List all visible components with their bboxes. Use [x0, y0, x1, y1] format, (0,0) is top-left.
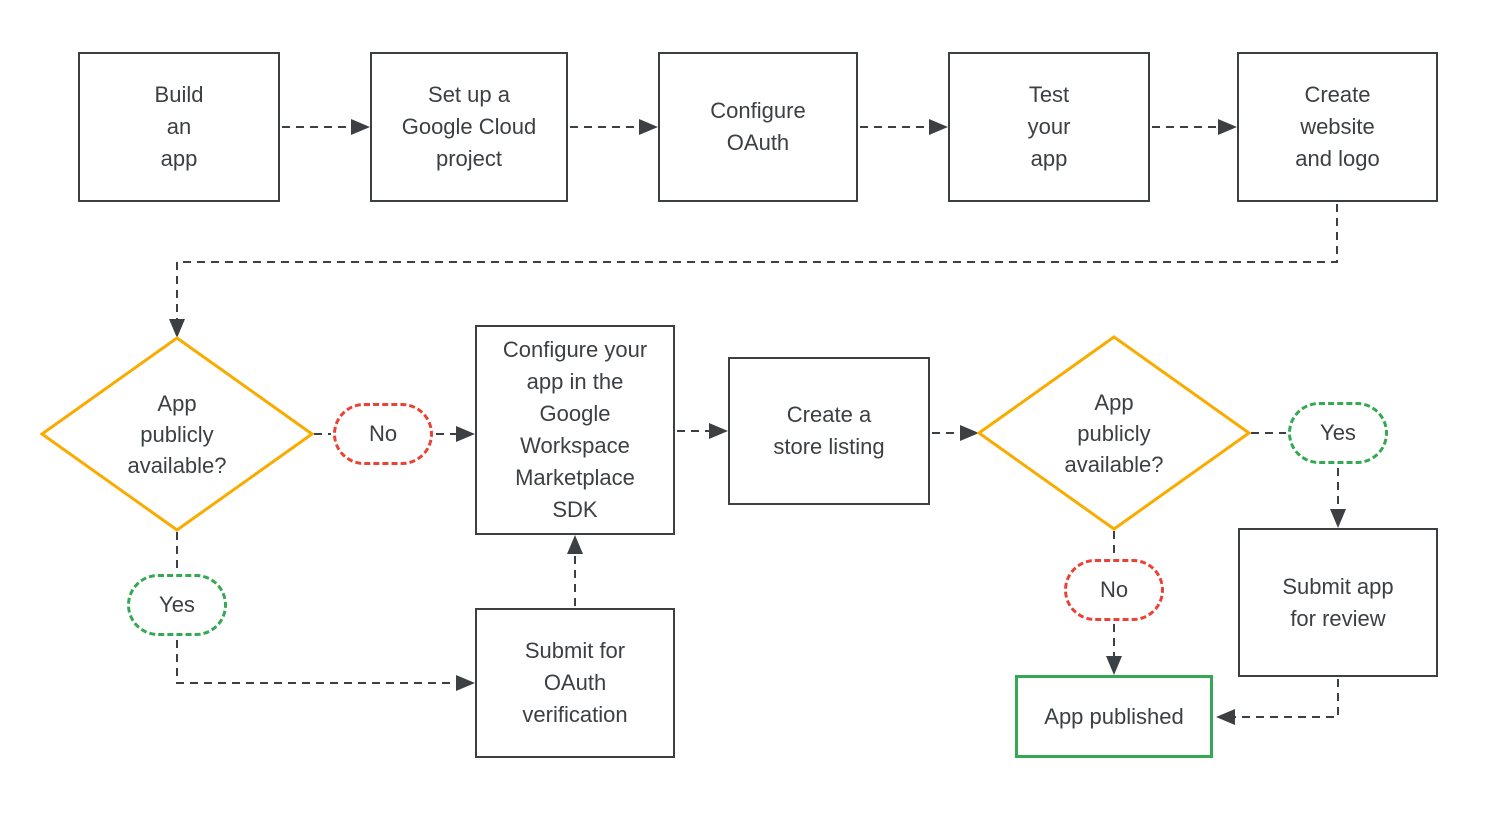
decision-right-label: App publicly available?	[1064, 390, 1164, 477]
branch-yes-right-label: Yes	[1320, 420, 1356, 445]
step-test-app: Test your app	[948, 52, 1150, 202]
step-sdk-label: Configure your app in the Google Workspa…	[502, 337, 648, 522]
step-review: Submit app for review	[1238, 528, 1438, 677]
connector-yes-to-oauth-verification	[176, 640, 475, 691]
branch-yes-right: Yes	[1288, 402, 1388, 464]
step-store-listing-label: Create a store listing	[773, 402, 885, 459]
branch-no-left-label: No	[368, 421, 398, 446]
step-build-app: Build an app	[78, 52, 280, 202]
decision-diamond-left	[39, 336, 315, 532]
step-cloud-project-label: Set up a Google Cloud project	[401, 82, 537, 171]
decision-diamond-right	[976, 335, 1252, 531]
step-review-label: Submit app for review	[1282, 573, 1394, 631]
step-app-published: App published	[1015, 675, 1213, 758]
step-sdk: Configure your app in the Google Workspa…	[475, 325, 675, 535]
step-test-app-label: Test your app	[1027, 82, 1071, 171]
decision-left-label-box: App publicly available?	[57, 388, 297, 481]
decision-right-label-box: App publicly available?	[994, 387, 1234, 480]
branch-no-right-label: No	[1099, 577, 1129, 602]
step-build-app-label: Build an app	[154, 82, 204, 171]
branch-no-right: No	[1064, 559, 1164, 621]
step-oauth-verification: Submit for OAuth verification	[475, 608, 675, 758]
step-cloud-project: Set up a Google Cloud project	[370, 52, 568, 202]
step-configure-oauth: Configure OAuth	[658, 52, 858, 202]
decision-left-label: App publicly available?	[127, 391, 227, 478]
step-configure-oauth-label: Configure OAuth	[710, 98, 806, 155]
step-website-logo-label: Create website and logo	[1295, 82, 1380, 171]
connector-review-to-published	[1216, 679, 1339, 725]
branch-yes-left-label: Yes	[159, 592, 195, 617]
step-store-listing: Create a store listing	[728, 357, 930, 505]
step-app-published-label: App published	[1044, 703, 1184, 729]
step-oauth-verification-label: Submit for OAuth verification	[522, 638, 628, 727]
step-website-logo: Create website and logo	[1237, 52, 1438, 202]
branch-yes-left: Yes	[127, 574, 227, 636]
branch-no-left: No	[333, 403, 433, 465]
connector-website-to-decision-left	[169, 204, 1338, 338]
